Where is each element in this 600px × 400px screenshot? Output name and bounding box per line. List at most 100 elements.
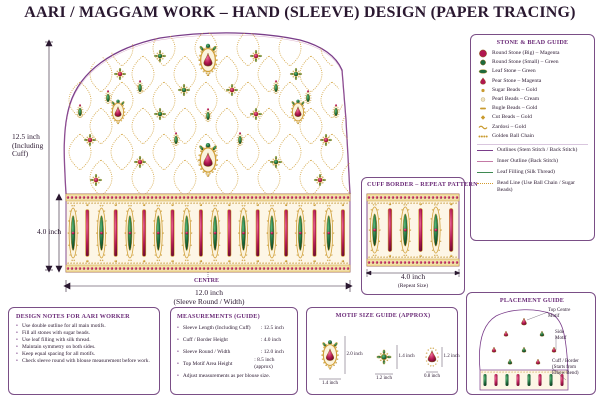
line-swatch-icon xyxy=(477,171,493,173)
legend-line-label: Leaf Filling (Silk Thread) xyxy=(497,168,555,175)
placement-title: PLACEMENT GUIDE xyxy=(499,297,565,304)
motif-size-labels: 1.4 inch 2.0 inch 1.2 inch 1.4 inch 0.8 inch… xyxy=(306,307,460,395)
measurement-row: •Adjust measurements as per blouse size. xyxy=(177,372,271,379)
measurement-key: Top Motif Area Height xyxy=(182,360,233,367)
measurements-rows: •Sleeve Length (Including Cuff): 12.5 in… xyxy=(177,322,291,382)
cuff-repeat-size: 4.0 inch xyxy=(400,272,426,281)
line-swatch-icon xyxy=(477,160,493,162)
measurement-row: •Sleeve Round / Width: 12.0 inch xyxy=(177,348,284,355)
page-title: AARI / MAGGAM WORK – HAND (SLEEVE) DESIG… xyxy=(24,4,576,21)
motif-width-label: 0.8 inch xyxy=(423,374,441,379)
measurement-key: Sleeve Round / Width xyxy=(182,348,231,355)
legend-line: Leaf Filling (Silk Thread) xyxy=(477,169,588,178)
legend-lines: Outlines (Stem Stitch / Back Stitch) Inne… xyxy=(477,147,588,194)
legend-line-label: Bead Line (Use Ball Chain / Sugar Beads) xyxy=(497,179,575,193)
measurement-row: •Cuff / Border Height: 4.0 inch xyxy=(177,336,282,343)
motif-height-label: 1.4 inch xyxy=(398,354,415,359)
legend-item: Round Stone (Big) – Magenta xyxy=(477,49,588,58)
placement-label-side: Side Motif xyxy=(555,330,567,341)
legend-item-label: Leaf Stone – Green xyxy=(492,68,536,75)
legend-item: Round Stone (Small) – Green xyxy=(477,58,588,67)
legend-line-label: Inner Outline (Back Stitch) xyxy=(497,157,559,164)
line-swatch-icon xyxy=(477,182,493,184)
sleeve-length-label: 12.5 inch (Including Cuff) xyxy=(12,132,44,159)
legend-item: Sugar Beads – Gold xyxy=(477,86,588,95)
legend-line: Inner Outline (Back Stitch) xyxy=(477,158,588,167)
cut-icon xyxy=(477,113,489,122)
measurements-title: MEASUREMENTS (GUIDE) xyxy=(177,313,260,320)
cuff-border xyxy=(65,193,351,273)
line-swatch-icon xyxy=(477,149,493,151)
legend-line-label: Outlines (Stem Stitch / Back Stitch) xyxy=(497,146,578,153)
cuff-repeat-title: CUFF BORDER – REPEAT PATTERN xyxy=(367,181,478,188)
legend-item: Pear Stone – Magenta xyxy=(477,77,588,86)
note-item: Fill all stones with sugar beads. xyxy=(16,330,152,337)
placement-label-cuff: Cuff / Border (Starts from Elbow Bend) xyxy=(552,359,579,376)
pear-icon xyxy=(477,77,489,86)
motif-size-title: MOTIF SIZE GUIDE (APPROX) xyxy=(335,312,431,319)
measurement-row: •Sleeve Length (Including Cuff): 12.5 in… xyxy=(177,324,284,331)
pearl-icon xyxy=(477,95,489,104)
motif-width-label: 1.2 inch xyxy=(375,376,393,381)
round-small-icon xyxy=(477,58,489,67)
note-item: Maintain symmetry on both sides. xyxy=(16,344,152,351)
note-item: Check sleeve round with blouse measureme… xyxy=(16,358,152,365)
dimension-lines xyxy=(45,39,353,292)
sleeve-motifs xyxy=(76,43,340,187)
zardosi-icon xyxy=(477,123,489,132)
round-big-icon xyxy=(477,49,489,58)
bead-icon xyxy=(477,86,489,95)
design-notes-panel: DESIGN NOTES FOR AARI WORKER Use double … xyxy=(8,307,160,395)
leaf-icon xyxy=(477,67,489,76)
legend-item-label: Golden Ball Chain xyxy=(492,132,534,139)
cuff-repeat-caption: (Repeat Size) xyxy=(397,283,429,289)
motif-height-label: 1.2 inch xyxy=(443,354,460,359)
cuff-height-label: 4.0 inch xyxy=(37,227,62,236)
note-item: Use double outline for all main motifs. xyxy=(16,323,152,330)
legend-item-label: Pear Stone – Magenta xyxy=(492,77,542,84)
measurement-value: : 12.5 inch xyxy=(260,324,284,331)
measurement-value: : 8.5 inch (approx) xyxy=(254,357,275,370)
measurement-row: •Top Motif Area Height: 8.5 inch (approx… xyxy=(177,357,291,370)
motif-height-label: 2.0 inch xyxy=(346,352,363,357)
design-notes-title: DESIGN NOTES FOR AARI WORKER xyxy=(16,313,130,320)
legend-item: Leaf Stone – Green xyxy=(477,67,588,76)
legend-item-label: Round Stone (Small) – Green xyxy=(492,59,559,66)
motif-width-label: 1.4 inch xyxy=(321,381,339,386)
sleeve-width-label: 12.0 inch (Sleeve Round / Width) xyxy=(173,288,245,306)
chain-icon xyxy=(477,132,489,141)
measurement-key: Cuff / Border Height xyxy=(182,336,228,343)
measurement-value: : 12.0 inch xyxy=(260,348,284,355)
legend-item: Pearl Beads – Cream xyxy=(477,95,588,104)
motif-size-drawing xyxy=(319,336,443,380)
legend-item: Golden Ball Chain xyxy=(477,132,588,141)
note-item: Keep equal spacing for all motifs. xyxy=(16,351,152,358)
legend-item-label: Pearl Beads – Cream xyxy=(492,96,540,103)
legend-item-label: Zardosi – Gold xyxy=(492,123,526,130)
legend-item: Bugle Beads – Gold xyxy=(477,104,588,113)
placement-label-top: Top Centre Motif xyxy=(548,308,571,319)
placement-drawing xyxy=(479,309,569,391)
measurement-key: Adjust measurements as per blouse size. xyxy=(182,372,271,379)
centre-label: CENTRE xyxy=(194,278,220,284)
legend-item: Cut Beads – Gold xyxy=(477,113,588,122)
legend-item-label: Sugar Beads – Gold xyxy=(492,86,537,93)
legend-item-label: Bugle Beads – Gold xyxy=(492,105,538,112)
measurement-value: : 4.0 inch xyxy=(260,336,282,343)
design-notes-list: Use double outline for all main motifs.F… xyxy=(16,323,152,364)
bugle-icon xyxy=(477,104,489,113)
legend-title: STONE & BEAD GUIDE xyxy=(496,39,569,46)
measurements-panel: MEASUREMENTS (GUIDE) •Sleeve Length (Inc… xyxy=(170,307,298,395)
legend-item-label: Round Stone (Big) – Magenta xyxy=(492,50,560,57)
sleeve-outline xyxy=(63,32,351,195)
cuff-repeat-drawing xyxy=(365,193,461,277)
legend-line: Bead Line (Use Ball Chain / Sugar Beads) xyxy=(477,180,588,194)
legend-item-label: Cut Beads – Gold xyxy=(492,114,532,121)
legend-item: Zardosi – Gold xyxy=(477,123,588,132)
legend-line: Outlines (Stem Stitch / Back Stitch) xyxy=(477,147,588,156)
stone-bead-guide: STONE & BEAD GUIDE Round Stone (Big) – M… xyxy=(470,34,595,241)
measurement-key: Sleeve Length (Including Cuff) xyxy=(182,324,251,331)
note-item: Use leaf filling with silk thread. xyxy=(16,337,152,344)
